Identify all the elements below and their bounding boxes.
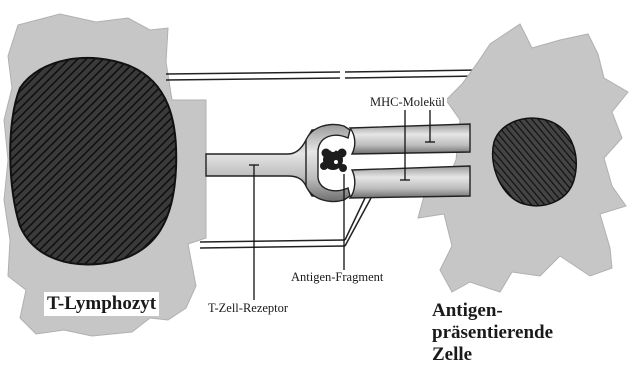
t-lymphocyte-nucleus bbox=[10, 58, 176, 264]
apc-label-line-1: Antigen- bbox=[432, 300, 612, 322]
upper-membrane-line-4 bbox=[345, 76, 480, 78]
upper-membrane-line-2 bbox=[166, 78, 340, 80]
lower-membrane-line-1 bbox=[200, 240, 345, 242]
antigen-fragment-label: Antigen-Fragment bbox=[289, 270, 385, 285]
t-cell-receptor bbox=[206, 130, 314, 196]
antigen-fragment bbox=[320, 146, 347, 172]
apc-label-line-3: Zelle bbox=[432, 344, 612, 366]
lower-membrane-line-2 bbox=[200, 246, 345, 248]
antigen-presenting-cell-label: Antigen- präsentierende Zelle bbox=[432, 300, 612, 366]
t-lymphocyte-label: T-Lymphozyt bbox=[44, 292, 159, 316]
lower-membrane-line-4 bbox=[345, 198, 371, 246]
mhc-molecule-upper bbox=[350, 124, 470, 154]
mhc-molecule-lower bbox=[350, 166, 470, 198]
apc-label-line-2: präsentierende bbox=[432, 322, 612, 344]
upper-membrane-line-3 bbox=[345, 70, 480, 72]
mhc-molecule-label: MHC-Molekül bbox=[368, 95, 447, 110]
lower-membrane-line-3 bbox=[345, 198, 365, 240]
t-cell-receptor-label: T-Zell-Rezeptor bbox=[206, 301, 290, 316]
upper-membrane-line-1 bbox=[166, 72, 340, 74]
